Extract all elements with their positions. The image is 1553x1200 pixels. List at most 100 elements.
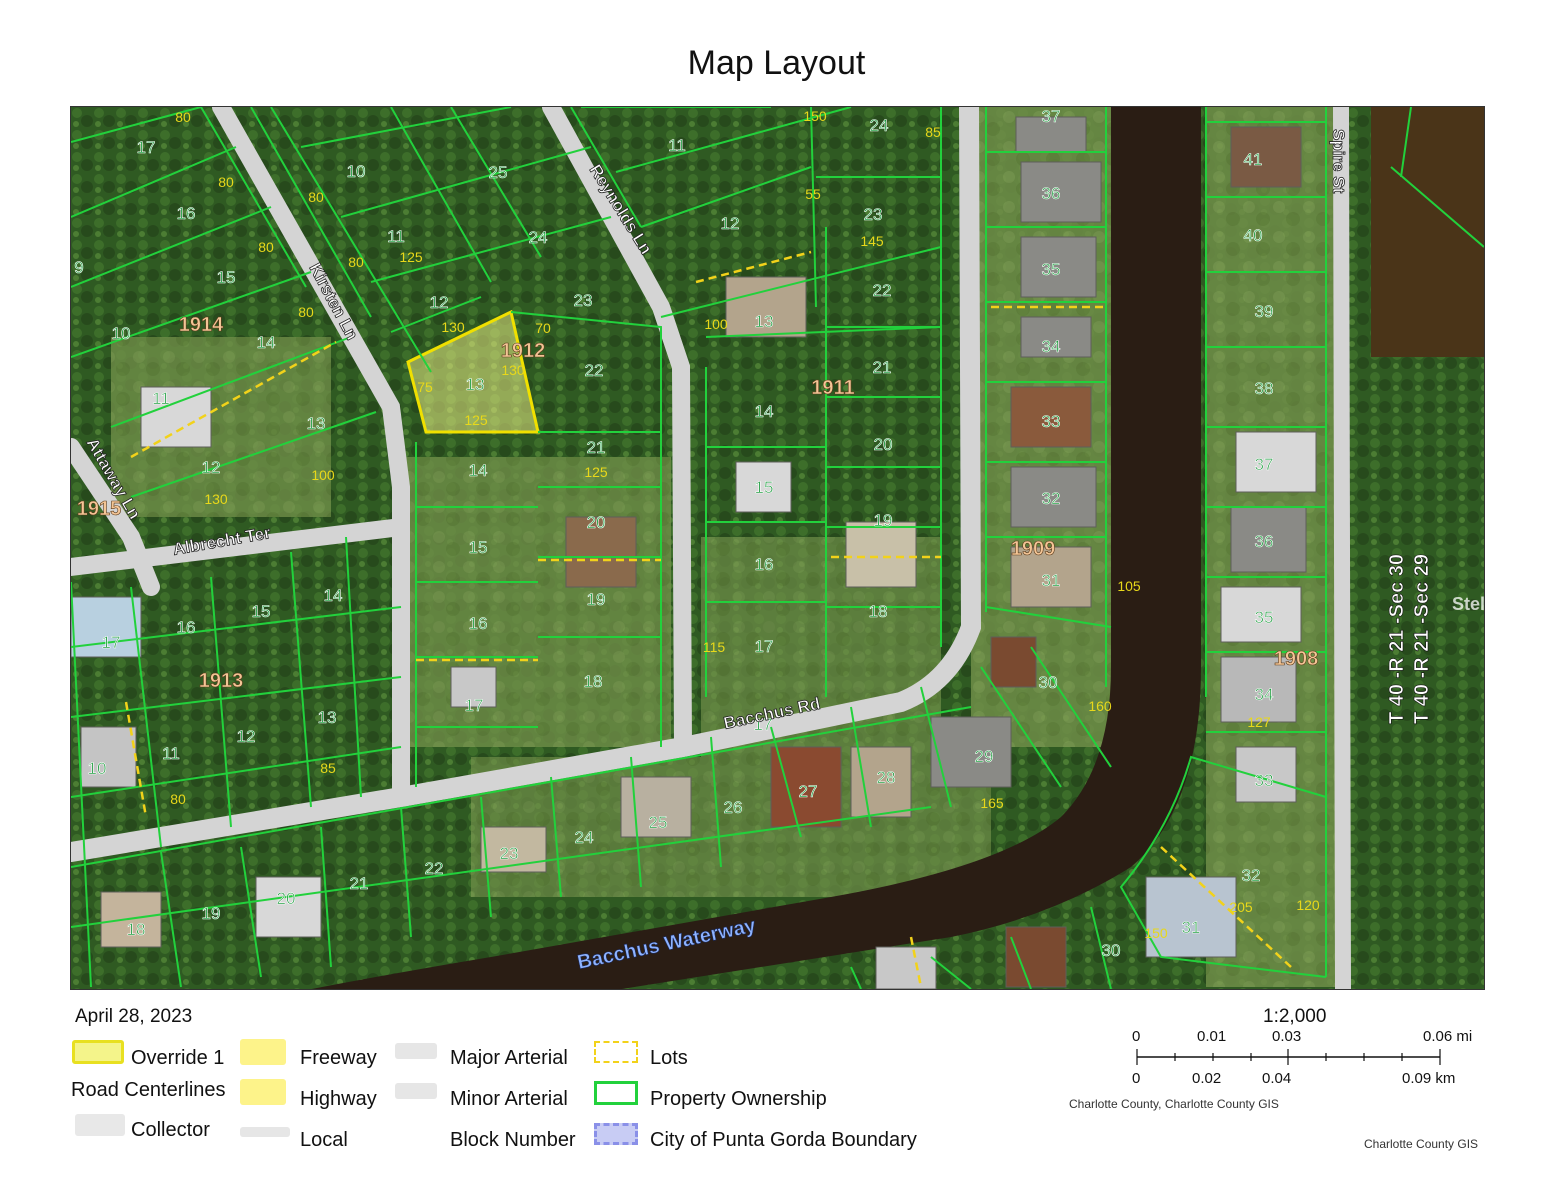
section-label: T 40 -R 21 -Sec 30	[1386, 554, 1408, 724]
lot-number: 29	[975, 747, 994, 766]
block-number: 1914	[179, 314, 224, 336]
spire-st-road	[1333, 107, 1351, 989]
lot-number: 11	[668, 136, 686, 155]
legend-label-highway: Highway	[300, 1088, 377, 1110]
lot-lines	[124, 250, 1292, 988]
lot-number: 23	[500, 844, 519, 863]
lot-number: 11	[152, 389, 170, 408]
lot-number: 24	[529, 228, 548, 247]
lot-number: 21	[873, 358, 892, 377]
lot-number: 14	[469, 461, 488, 480]
highway-swatch	[240, 1079, 286, 1105]
lot-number: 14	[257, 333, 276, 352]
dimension-label: 75	[417, 379, 433, 395]
block-number: 1912	[501, 340, 546, 362]
lot-number: 39	[1255, 302, 1274, 321]
lot-number: 36	[1042, 184, 1061, 203]
block-number: 1911	[811, 377, 854, 399]
lot-number: 33	[1042, 412, 1061, 431]
legend-label-road-centerlines: Road Centerlines	[71, 1079, 226, 1101]
lot-number: 16	[469, 614, 488, 633]
lot-number: 10	[88, 759, 107, 778]
lot-number: 15	[755, 478, 774, 497]
lot-number: 13	[307, 414, 326, 433]
minor-arterial-swatch	[395, 1083, 437, 1099]
map-view[interactable]: 17 16 15 10 14 11 12 13 10 11 12 25 24 2…	[70, 106, 1485, 990]
lot-number: 19	[587, 590, 606, 609]
reynolds-ln-road	[542, 107, 692, 756]
road-network	[71, 107, 1351, 989]
dimension-label: 125	[584, 464, 608, 480]
property-ownership-swatch	[594, 1081, 638, 1105]
block-number: 1909	[1011, 538, 1056, 560]
scale-mi-tick: 0.01	[1197, 1028, 1227, 1045]
scale-mi-tick: 0	[1132, 1028, 1141, 1045]
lot-number: 17	[465, 696, 484, 715]
scale-km-tick: 0	[1132, 1070, 1141, 1087]
dimension-label: 125	[399, 249, 423, 265]
freeway-swatch	[240, 1039, 286, 1065]
lot-number: 38	[1255, 379, 1274, 398]
dimension-label: 80	[298, 304, 314, 320]
dimension-label: 160	[1088, 698, 1112, 714]
dimension-label: 85	[320, 760, 336, 776]
street-label-spire-st: Spire St	[1329, 129, 1348, 194]
lot-number: 12	[202, 458, 221, 477]
override-swatch	[72, 1040, 124, 1064]
watermark-text: StellarMLS	[1451, 594, 1545, 614]
lot-number: 22	[873, 281, 892, 300]
legend-label-property-ownership: Property Ownership	[650, 1088, 827, 1110]
punta-gorda-boundary-swatch	[594, 1123, 638, 1145]
lot-number: 17	[755, 637, 774, 656]
dimension-label: 55	[805, 186, 821, 202]
scale-mi-tick: 0.03	[1272, 1028, 1302, 1045]
lot-number: 24	[575, 828, 594, 847]
lot-number: 31	[1042, 571, 1061, 590]
dimension-label: 100	[704, 316, 728, 332]
section-label: T 40 -R 21 -Sec 29	[1411, 554, 1433, 724]
legend-label-override: Override 1	[131, 1047, 225, 1069]
block-number: 1913	[199, 670, 244, 692]
lot-number: 19	[874, 511, 893, 530]
legend-label-local: Local	[300, 1129, 348, 1151]
dimension-label: 125	[464, 412, 488, 428]
dimension-label: 150	[803, 108, 827, 124]
dimension-label: 105	[1117, 578, 1141, 594]
lot-number: 37	[1042, 107, 1061, 126]
lots-swatch	[594, 1041, 638, 1063]
dimension-label: 80	[348, 254, 364, 270]
lot-number: 28	[877, 768, 896, 787]
lot-number: 41	[1244, 150, 1263, 169]
dimension-label: 85	[925, 124, 941, 140]
dimension-label: 80	[218, 174, 234, 190]
dimension-label: 130	[501, 362, 525, 378]
lot-number: 16	[177, 204, 196, 223]
scale-bar-graphic	[1136, 1049, 1441, 1065]
lot-number: 12	[721, 214, 740, 233]
scale-ratio: 1:2,000	[1263, 1006, 1327, 1027]
lot-number: 25	[649, 813, 668, 832]
dimension-label: 80	[308, 189, 324, 205]
legend-label-lots: Lots	[650, 1047, 688, 1069]
dimension-label: 80	[170, 791, 186, 807]
lot-number: 13	[318, 708, 337, 727]
dimension-label: 100	[311, 467, 335, 483]
scale-km-tick: 0.04	[1262, 1070, 1292, 1087]
legend-label-minor-arterial: Minor Arterial	[450, 1088, 568, 1110]
dimension-label: 145	[860, 233, 884, 249]
lot-number: 35	[1042, 260, 1061, 279]
lot-number: 15	[217, 268, 236, 287]
dimension-label: 127	[1247, 714, 1271, 730]
aerial-map[interactable]: 17 16 15 10 14 11 12 13 10 11 12 25 24 2…	[71, 107, 1484, 989]
lot-number: 31	[1182, 918, 1201, 937]
dimension-label: 80	[175, 109, 191, 125]
lot-number: 14	[324, 586, 343, 605]
lot-number: 22	[585, 361, 604, 380]
dimension-label: 120	[1296, 897, 1320, 913]
dimension-label: 80	[258, 239, 274, 255]
lot-number: 15	[469, 538, 488, 557]
bacchus-waterway	[311, 107, 1201, 989]
lot-number: 11	[162, 744, 180, 763]
legend-label-collector: Collector	[131, 1119, 210, 1141]
block-number: 1908	[1274, 648, 1319, 670]
